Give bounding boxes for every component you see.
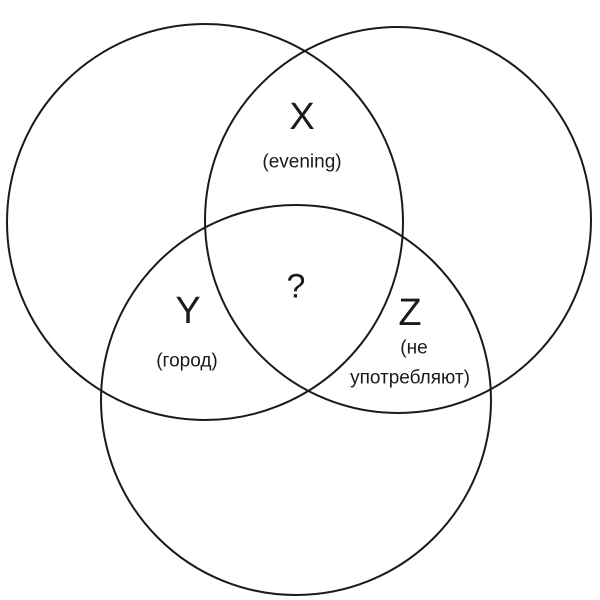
center-question-mark: ? (286, 267, 306, 306)
label-x: X (289, 96, 315, 139)
circle-left (6, 23, 404, 421)
circle-bottom (100, 204, 492, 596)
circle-right (204, 26, 592, 414)
label-z-note-line1: (не (400, 337, 428, 359)
label-y-note: (город) (156, 350, 218, 372)
label-y: Y (175, 290, 201, 333)
label-x-note: (evening) (262, 151, 342, 173)
label-z-note-line2: употребляют) (350, 367, 470, 389)
label-z: Z (398, 292, 422, 335)
